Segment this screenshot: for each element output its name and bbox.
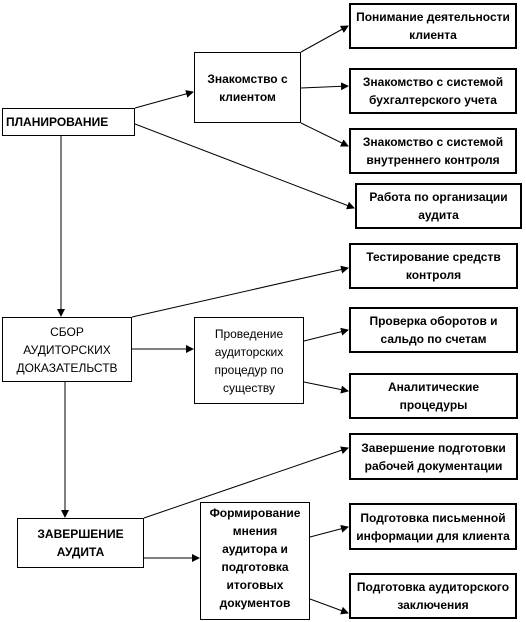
node-understanding-business-label: Понимание деятельности клиента <box>356 10 510 42</box>
edge-plan-znak <box>134 90 194 109</box>
node-audit-completion: ЗАВЕРШЕНИЕ АУДИТА <box>17 518 144 568</box>
node-turnover-balance-check-label: Проверка оборотов и сальдо по счетам <box>369 314 498 346</box>
node-accounting-system: Знакомство с системой бухгалтерского уче… <box>349 68 517 114</box>
edge-znak-buh <box>300 82 349 91</box>
node-accounting-system-label: Знакомство с системой бухгалтерского уче… <box>362 75 504 107</box>
node-controls-testing-label: Тестирование средств контроля <box>366 250 501 282</box>
node-opinion-formation-label: Формирование мнения аудитора и подготовк… <box>209 506 301 610</box>
edge-znak-vnutr <box>300 122 349 147</box>
node-analytical-procedures-label: Аналитические процедуры <box>387 380 480 412</box>
node-planning-label: ПЛАНИРОВАНИЕ <box>6 115 109 129</box>
node-controls-testing: Тестирование средств контроля <box>349 243 518 289</box>
node-turnover-balance-check: Проверка оборотов и сальдо по счетам <box>349 307 518 353</box>
node-substantive-procedures-label: Проведение аудиторских процедур по сущес… <box>214 326 284 395</box>
node-opinion-formation: Формирование мнения аудитора и подготовк… <box>200 502 310 620</box>
edge-form-zakl <box>309 598 349 615</box>
edge-plan-rabota <box>134 123 355 210</box>
edge-znak-ponim <box>300 25 349 53</box>
node-written-information: Подготовка письменной информации для кли… <box>349 503 517 550</box>
node-internal-control-system-label: Знакомство с системой внутреннего контро… <box>362 135 504 167</box>
node-evidence-collection-label: СБОР АУДИТОРСКИХ ДОКАЗАТЕЛЬСТВ <box>16 324 118 375</box>
edge-proved-prov <box>303 327 349 342</box>
node-audit-report-label: Подготовка аудиторского заключения <box>356 580 510 612</box>
node-analytical-procedures: Аналитические процедуры <box>349 373 518 419</box>
node-planning: ПЛАНИРОВАНИЕ <box>2 108 135 136</box>
node-understanding-business: Понимание деятельности клиента <box>349 3 517 49</box>
edge-proved-anal <box>303 381 349 394</box>
node-audit-organization: Работа по организации аудита <box>355 183 522 229</box>
node-working-papers-completion-label: Завершение подготовки рабочей документац… <box>361 440 506 473</box>
node-client-acquaintance: Знакомство с клиентом <box>194 52 301 123</box>
node-evidence-collection: СБОР АУДИТОРСКИХ ДОКАЗАТЕЛЬСТВ <box>2 317 132 382</box>
node-substantive-procedures: Проведение аудиторских процедур по сущес… <box>194 317 304 404</box>
node-audit-organization-label: Работа по организации аудита <box>369 190 508 222</box>
node-audit-report: Подготовка аудиторского заключения <box>349 573 517 619</box>
edge-form-pism <box>309 524 349 538</box>
node-internal-control-system: Знакомство с системой внутреннего контро… <box>349 128 517 174</box>
node-written-information-label: Подготовка письменной информации для кли… <box>356 510 510 543</box>
node-working-papers-completion: Завершение подготовки рабочей документац… <box>349 433 518 480</box>
edge-sbor-test <box>131 265 349 318</box>
node-client-acquaintance-label: Знакомство с клиентом <box>207 71 288 104</box>
node-audit-completion-label: ЗАВЕРШЕНИЕ АУДИТА <box>37 527 124 559</box>
